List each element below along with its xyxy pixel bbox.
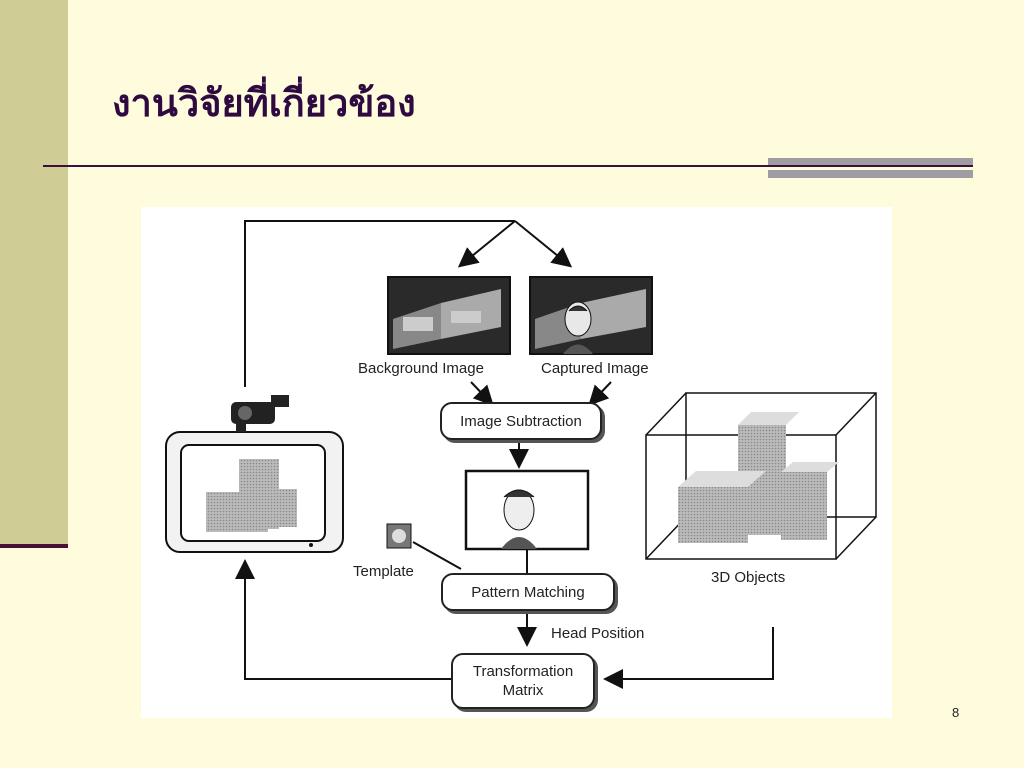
pattern-matching-label: Pattern Matching (471, 583, 585, 601)
diagram-graphics (165, 220, 877, 689)
3d-cube-icon (678, 412, 839, 543)
background-image-label: Background Image (358, 360, 484, 377)
image-subtraction-label: Image Subtraction (460, 412, 582, 430)
captured-image-panel (529, 276, 653, 355)
transformation-label-line2: Matrix (502, 682, 544, 699)
captured-image-label: Captured Image (541, 360, 649, 377)
background-image-panel (387, 276, 511, 355)
3d-objects-label: 3D Objects (711, 569, 786, 586)
pattern-matching-node: Pattern Matching (441, 573, 615, 611)
camcorder-icon (231, 395, 289, 432)
monitor-icon (165, 431, 344, 553)
subtracted-image-panel (464, 469, 590, 551)
page-number: 8 (952, 705, 960, 720)
title-divider (43, 165, 973, 167)
transformation-label-line1: Transformation (472, 663, 574, 680)
system-diagram: Background Image Captured Image Image Su… (141, 207, 892, 718)
title-divider-accent (768, 158, 973, 178)
slide-title: งานวิจัยที่เกี่ยวข้อง (112, 83, 416, 125)
template-to-match-line (412, 541, 462, 570)
left-accent-bar (0, 0, 68, 546)
to-subtraction-arrows (470, 381, 612, 469)
objects-to-transform-arrow (603, 627, 774, 689)
top-loop-arrow (244, 220, 573, 387)
head-position-label: Head Position (551, 625, 645, 642)
left-accent-line (0, 544, 68, 548)
template-label: Template (353, 563, 414, 580)
transform-to-monitor-arrow (235, 559, 453, 680)
transformation-matrix-node: Transformation Matrix (451, 653, 595, 709)
image-subtraction-node: Image Subtraction (440, 402, 602, 440)
template-face-icon (386, 523, 412, 549)
